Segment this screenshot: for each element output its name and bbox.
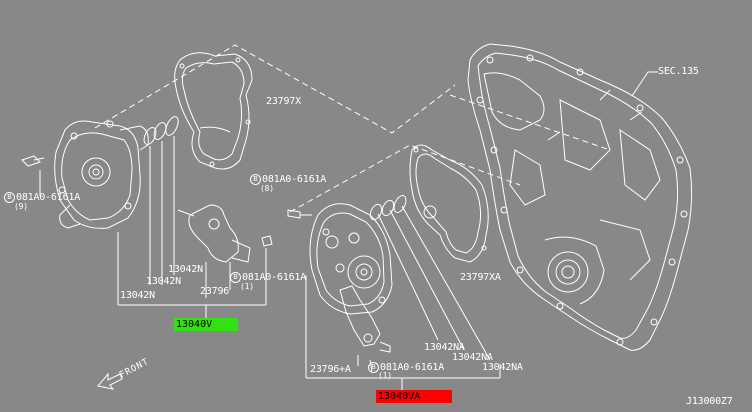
bolt-right-qty: (1) bbox=[240, 282, 254, 291]
front-arrow bbox=[97, 372, 123, 390]
bolt-mid-code: 081A0-6161A bbox=[262, 174, 327, 185]
part-13042na-label: 13042NA bbox=[482, 362, 523, 373]
sec-135-label: SEC.135 bbox=[658, 66, 699, 77]
assembly-13040va-label: 13040VA bbox=[376, 390, 452, 403]
bolt-left-code: 081A0-6161A bbox=[16, 192, 81, 203]
bolt-lower-code: 081A0-6161A bbox=[380, 362, 445, 373]
part-13042n-label: 13042N bbox=[146, 276, 181, 287]
right-pump-assembly bbox=[287, 203, 393, 353]
left-pump-assembly bbox=[21, 116, 273, 263]
bolt-right-code: 081A0-6161A bbox=[242, 272, 307, 283]
bolt-marker-icon: B bbox=[368, 362, 379, 373]
bolt-marker-icon: B bbox=[4, 192, 15, 203]
part-13042n-label: 13042N bbox=[168, 264, 203, 275]
part-23796a-label: 23796+A bbox=[310, 364, 351, 375]
gasket-23797x-label: 23797X bbox=[266, 96, 301, 107]
lower-gasket bbox=[369, 144, 489, 263]
bolt-marker-icon: B bbox=[250, 174, 261, 185]
bolt-left-qty: (9) bbox=[14, 202, 28, 211]
bolt-marker-icon: B bbox=[230, 272, 241, 283]
dashed-projection-lines bbox=[94, 44, 611, 213]
gasket-23797xa-label: 23797XA bbox=[460, 272, 501, 283]
part-13042na-label: 13042NA bbox=[452, 352, 493, 363]
assembly-13040v-label: 13040V bbox=[174, 318, 238, 331]
upper-gasket bbox=[174, 52, 253, 170]
part-23796-label: 23796 bbox=[200, 286, 230, 297]
bolt-mid-qty: (8) bbox=[260, 184, 274, 193]
diagram-id-label: J13000Z7 bbox=[686, 396, 733, 407]
part-13042n-label: 13042N bbox=[120, 290, 155, 301]
front-timing-cover bbox=[467, 43, 693, 351]
part-13042na-label: 13042NA bbox=[424, 342, 465, 353]
bolt-lower-qty: (1) bbox=[378, 371, 392, 380]
right-leader-lines bbox=[305, 205, 501, 390]
